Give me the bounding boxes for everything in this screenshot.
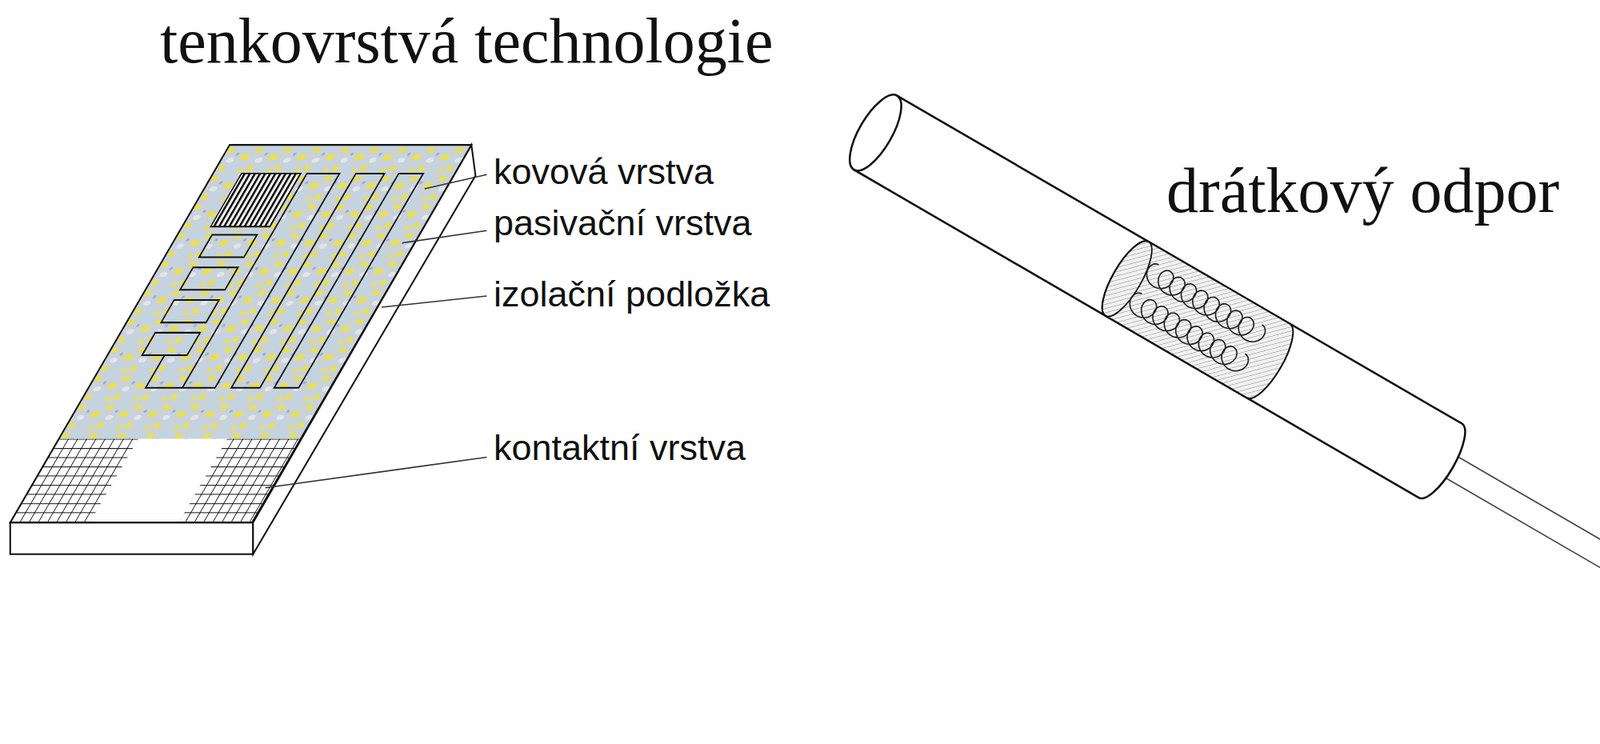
wire-resistor <box>840 87 1600 631</box>
substrate-front <box>10 522 254 555</box>
heading: drátkový odpor <box>1166 158 1560 223</box>
chip-top-face <box>10 144 472 523</box>
leader-lines <box>265 174 488 488</box>
heading: tenkovrstvá technologie <box>160 8 773 73</box>
part-label: kontaktní vrstva <box>493 429 746 466</box>
coil-winding <box>1124 290 1252 376</box>
part-label: izolační podložka <box>493 276 770 312</box>
part-label: kovová vrstva <box>493 153 714 190</box>
part-label: pasivační vrstva <box>493 204 752 241</box>
